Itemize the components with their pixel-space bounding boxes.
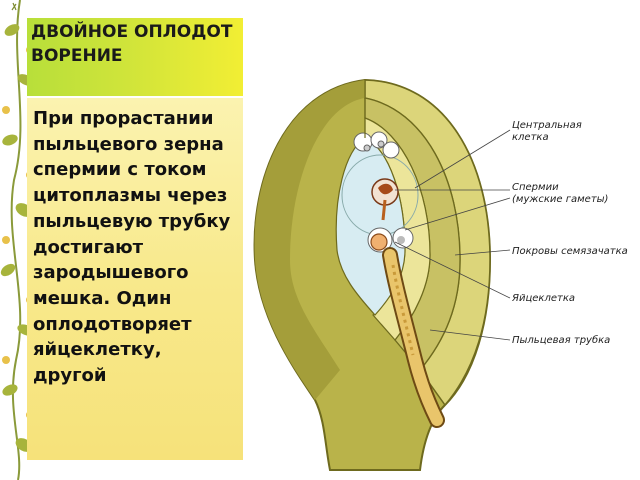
label-pollen-tube: Пыльцевая трубка (512, 335, 611, 346)
label-sperm-line2: (мужские гаметы) (512, 194, 609, 205)
label-egg-cell: Яйцеклетка (512, 293, 575, 304)
text-box: При прорастании пыльцевого зерна спермии… (27, 98, 243, 460)
sperm-central (371, 178, 399, 221)
egg-apparatus (367, 227, 414, 253)
ovule-diagram (253, 78, 511, 471)
label-central-cell-line2: клетка (512, 132, 549, 143)
slide-title: ДВОЙНОЕ ОПЛОДОТВОРЕНИЕ (31, 22, 233, 66)
title-box: ДВОЙНОЕ ОПЛОДОТВОРЕНИЕ (27, 18, 243, 96)
antipodal-cells (353, 131, 400, 159)
label-central-cell: Центральная клетка (512, 120, 582, 144)
label-sperm: Спермии (мужские гаметы) (512, 182, 608, 206)
label-integument: Покровы семязачатка (512, 246, 628, 257)
label-central-cell-line1: Центральная (512, 120, 582, 131)
slide-body-text: При прорастании пыльцевого зерна спермии… (33, 108, 231, 387)
label-sperm-line1: Спермии (512, 182, 559, 193)
